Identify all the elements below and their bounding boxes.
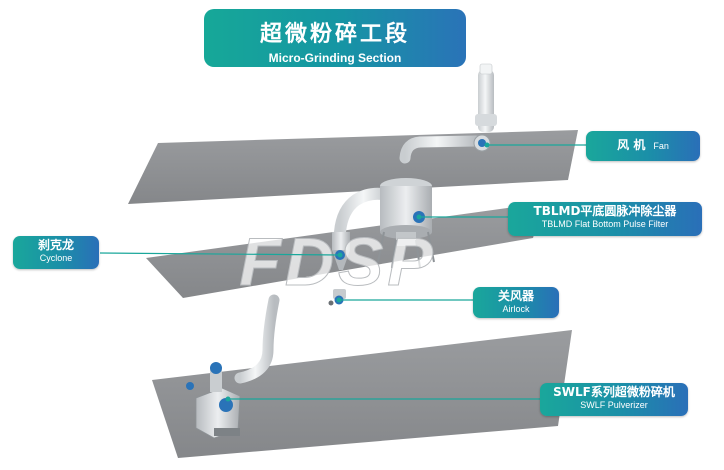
label-fan-en: Fan: [653, 140, 669, 151]
label-cyclone-en: Cyclone: [39, 252, 73, 263]
pulse-filter: [377, 178, 435, 269]
label-cyclone: 刹克龙 Cyclone: [13, 236, 99, 269]
label-filter-en: TBLMD Flat Bottom Pulse Filter: [541, 218, 669, 229]
watermark: FDSP: [239, 224, 436, 300]
label-pulverizer-cn: SWLF系列超微粉碎机: [553, 385, 675, 399]
label-pulverizer: SWLF系列超微粉碎机 SWLF Pulverizer: [540, 383, 688, 416]
label-fan-cn: 风 机: [617, 138, 646, 153]
title-chinese: 超微粉碎工段: [259, 22, 410, 47]
label-cyclone-cn: 刹克龙: [37, 238, 74, 252]
label-filter: TBLMD平底圆脉冲除尘器 TBLMD Flat Bottom Pulse Fi…: [508, 202, 702, 236]
fan-unit: [399, 63, 497, 164]
label-pulverizer-en: SWLF Pulverizer: [580, 399, 648, 410]
top-floor: [128, 130, 578, 204]
feed-pipe: [234, 294, 280, 384]
title-english: Micro-Grinding Section: [268, 51, 402, 65]
label-fan: 风 机 Fan: [586, 131, 700, 161]
label-filter-cn: TBLMD平底圆脉冲除尘器: [533, 204, 677, 218]
leader-dots: [225, 142, 490, 402]
bottom-floor: [152, 330, 572, 458]
label-airlock-cn: 关风器: [497, 289, 534, 303]
title-banner: 超微粉碎工段 Micro-Grinding Section: [204, 9, 466, 67]
leader-lines: [99, 144, 586, 400]
label-airlock: 关风器 Airlock: [473, 287, 559, 318]
label-airlock-en: Airlock: [502, 303, 530, 314]
